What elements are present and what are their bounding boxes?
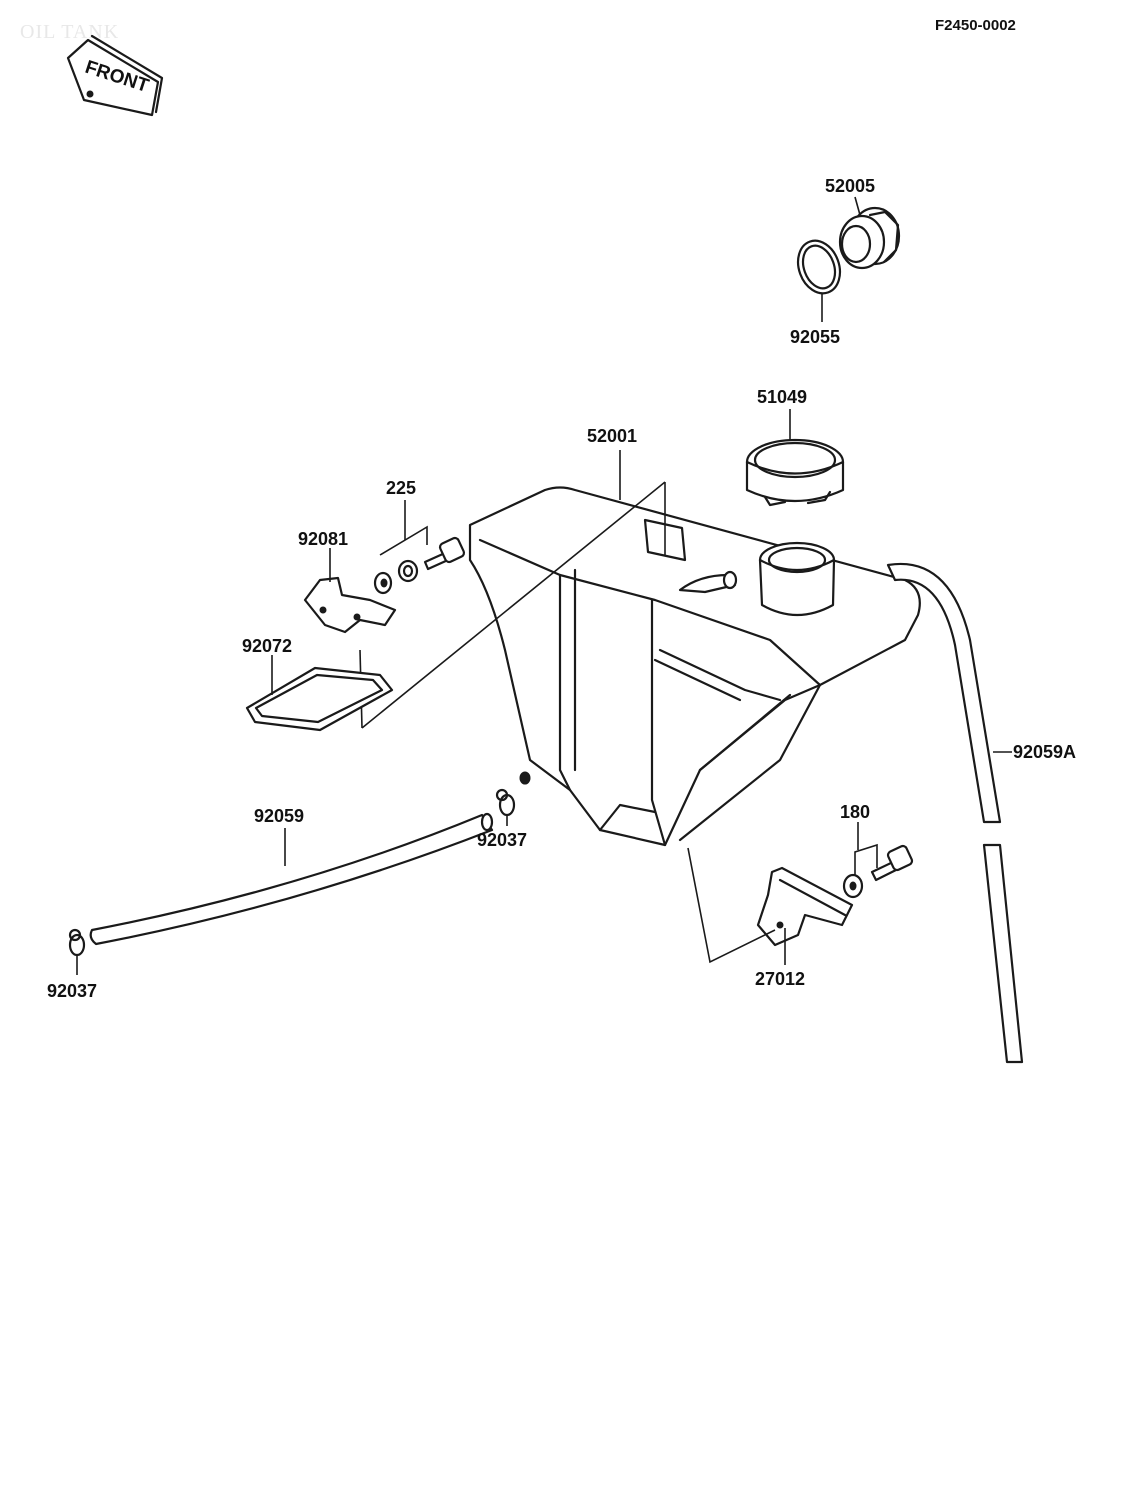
clamp-92081 — [303, 576, 397, 634]
label-27012: 27012 — [755, 969, 805, 989]
label-92059A: 92059A — [1013, 742, 1076, 762]
label-51049: 51049 — [757, 387, 807, 407]
watermark-title: OIL TANK — [20, 21, 119, 43]
label-92081: 92081 — [298, 529, 348, 549]
hose-92059A — [886, 562, 1024, 1064]
oil-tank-52001 — [468, 486, 921, 847]
hose-92059 — [89, 812, 494, 946]
bracket-27012 — [756, 866, 854, 947]
pad-92072 — [245, 666, 394, 732]
label-92072: 92072 — [242, 636, 292, 656]
clip-92037-left — [68, 928, 86, 957]
label-225: 225 — [386, 478, 416, 498]
drawing-code: F2450-0002 — [935, 17, 1016, 34]
label-52001: 52001 — [587, 426, 637, 446]
bolt-180 — [842, 844, 914, 899]
gasket-92055 — [796, 239, 842, 295]
clip-92037-mid — [495, 788, 516, 817]
label-92037-mid: 92037 — [477, 830, 527, 850]
front-label: FRONT — [82, 57, 151, 97]
label-52005: 52005 — [825, 176, 875, 196]
label-92037-left: 92037 — [47, 981, 97, 1001]
label-180: 180 — [840, 802, 870, 822]
front-arrow-icon: FRONT — [66, 34, 164, 117]
label-92055: 92055 — [790, 327, 840, 347]
bolt-225 — [373, 536, 466, 595]
drain-plug-52005 — [838, 206, 901, 270]
filler-cap-51049 — [745, 438, 845, 507]
label-92059: 92059 — [254, 806, 304, 826]
